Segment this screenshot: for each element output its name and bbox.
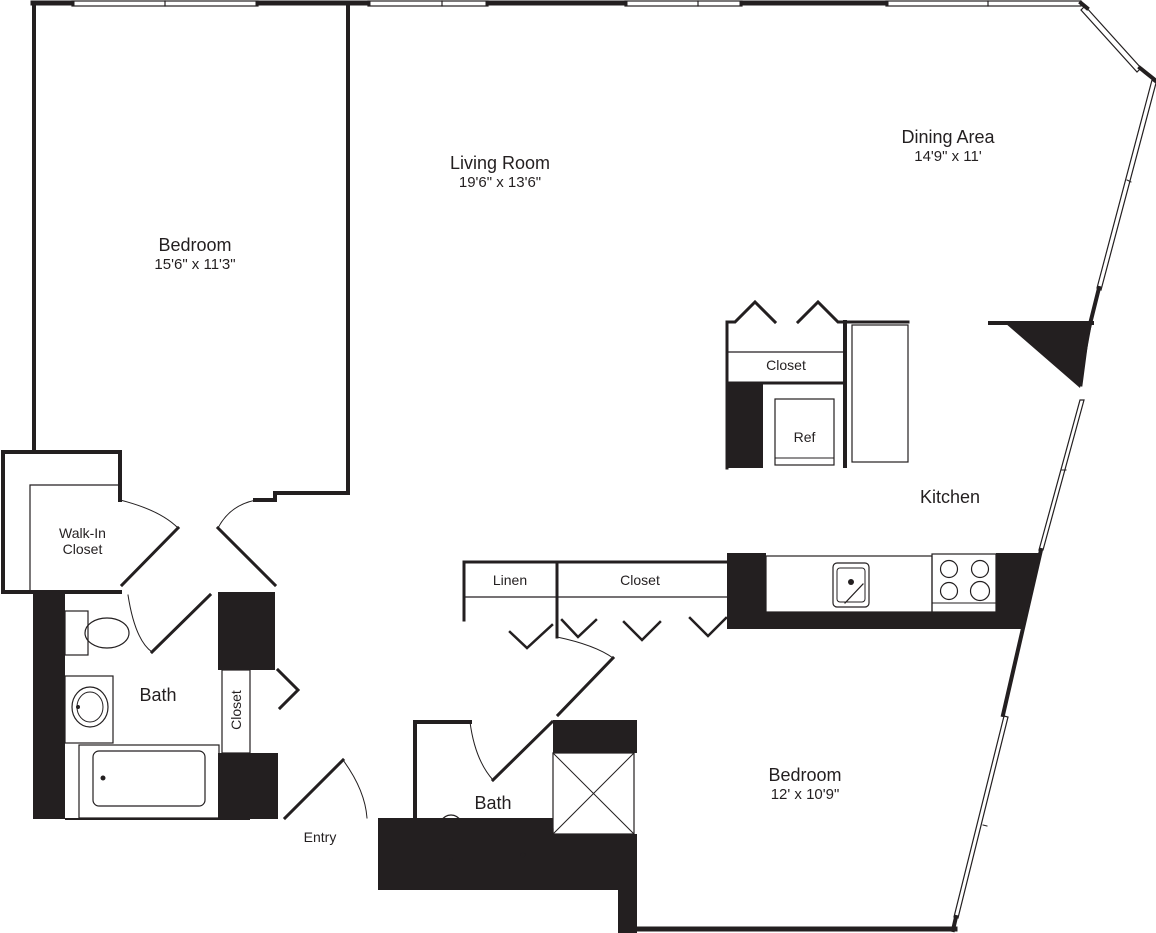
room-name-line2: Closet	[62, 541, 103, 558]
kitchen-counter	[765, 553, 997, 613]
solid-walls	[33, 323, 1092, 933]
fixture-label-kitchen-closet: Closet	[740, 357, 832, 373]
fixture-label-bath-closet: Closet	[228, 681, 244, 739]
fixture-name: Closet	[620, 572, 660, 588]
top-windows	[71, 0, 1082, 7]
room-name: Bath	[474, 793, 512, 813]
room-label-bath-left: Bath	[118, 685, 198, 706]
room-label-bedroom-main: Bedroom 15'6" x 11'3"	[120, 235, 270, 273]
fixture-label-hall-closet: Closet	[590, 572, 690, 588]
room-label-walk-in-closet: Walk-In Closet	[40, 525, 125, 557]
room-dimensions: 15'6" x 11'3"	[154, 255, 236, 273]
room-name: Bath	[139, 685, 177, 705]
fixture-name: Closet	[227, 690, 244, 730]
room-name-line1: Walk-In	[59, 525, 106, 541]
room-dimensions: 14'9" x 11'	[914, 147, 982, 165]
room-label-living-room: Living Room 19'6" x 13'6"	[430, 153, 570, 191]
room-name: Living Room	[449, 153, 551, 173]
room-label-kitchen: Kitchen	[895, 487, 1005, 508]
bath-left-door	[127, 594, 153, 653]
room-name: Bedroom	[158, 235, 232, 255]
hall-closet-walls	[462, 560, 729, 718]
room-label-dining-area: Dining Area 14'9" x 11'	[878, 127, 1018, 165]
room-name: Kitchen	[919, 487, 981, 507]
main-bedroom-walls	[32, 1, 350, 502]
room-label-bedroom-second: Bedroom 12' x 10'9"	[735, 765, 875, 803]
fixture-name: Linen	[492, 572, 528, 588]
kitchen-closet-walls	[725, 299, 910, 470]
fixture-name: Closet	[766, 357, 806, 373]
room-label-bath-center: Bath	[453, 793, 533, 814]
room-name: Entry	[303, 829, 337, 845]
entry-door	[342, 759, 368, 819]
walk-in-closet-walls	[1, 450, 278, 594]
room-name: Bedroom	[768, 765, 842, 785]
room-name: Dining Area	[901, 127, 995, 147]
room-label-entry: Entry	[290, 829, 350, 845]
fixture-label-linen: Linen	[470, 572, 550, 588]
fixture-name: Ref	[793, 429, 816, 445]
fixture-label-refrigerator: Ref	[775, 429, 834, 445]
room-dimensions: 12' x 10'9"	[770, 785, 840, 803]
room-dimensions: 19'6" x 13'6"	[458, 173, 542, 191]
